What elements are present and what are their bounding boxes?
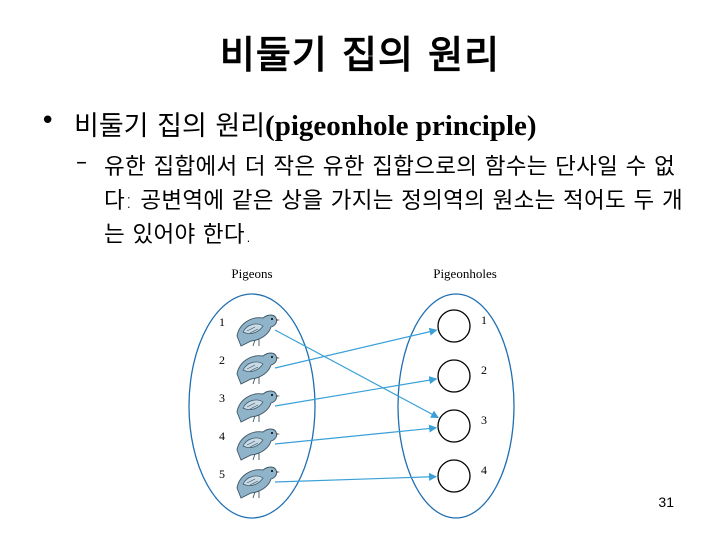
mapping-arrow	[274, 424, 438, 445]
pigeonhole-diagram: Pigeons Pigeonholes 1 2 3 4 5 1 2 3 4	[188, 266, 515, 519]
pigeonhole-number: 4	[481, 463, 487, 477]
pigeon-number: 3	[219, 391, 225, 405]
pigeon-icon	[236, 466, 280, 499]
sub-bullet-text: 유한 집합에서 더 작은 유한 집합으로의 함수는 단사일 수 없다: 공변역에…	[104, 154, 683, 248]
bullet-dot-icon: •	[40, 106, 56, 136]
pigeon-icon	[236, 428, 280, 461]
bullet-korean-text: 비둘기 집의 원리	[74, 111, 266, 142]
pigeon-number: 5	[219, 467, 225, 481]
pigeonhole-number: 1	[481, 313, 487, 327]
mapping-arrow	[274, 329, 440, 419]
pigeonhole-number: 3	[481, 413, 487, 427]
pigeonhole-figure: Pigeons Pigeonholes 1 2 3 4 5 1 2 3 4	[180, 262, 550, 524]
pigeonhole-circle	[437, 359, 471, 393]
pigeon-list: 1 2 3 4 5	[219, 314, 280, 499]
pigeon-icon	[236, 352, 280, 385]
mapping-arrow	[274, 472, 438, 483]
mapping-arrow	[274, 327, 438, 369]
pigeonhole-circle	[437, 409, 471, 443]
pigeonhole-circle	[437, 309, 471, 343]
pigeons-label: Pigeons	[231, 266, 272, 281]
mapping-arrows	[274, 327, 440, 483]
pigeon-icon	[236, 390, 280, 423]
mapping-arrow	[274, 376, 438, 407]
bullet-text: 비둘기 집의 원리(pigeonhole principle)	[74, 104, 537, 143]
pigeon-number: 4	[219, 429, 225, 443]
pigeon-icon	[236, 314, 280, 347]
pigeon-number: 1	[219, 315, 225, 329]
pigeonholes-set-ellipse	[397, 293, 515, 519]
sub-bullet-dash: –	[76, 150, 87, 175]
pigeons-set-ellipse	[188, 293, 316, 519]
bullet-english-text: (pigeonhole principle)	[265, 110, 537, 142]
hole-list: 1 2 3 4	[437, 309, 487, 493]
pigeonhole-circle	[437, 459, 471, 493]
pigeonholes-label: Pigeonholes	[433, 266, 497, 281]
pigeonhole-number: 2	[481, 363, 487, 377]
pigeon-number: 2	[219, 353, 225, 367]
page-number: 31	[658, 494, 674, 510]
slide-title: 비둘기 집의 원리	[219, 33, 501, 77]
